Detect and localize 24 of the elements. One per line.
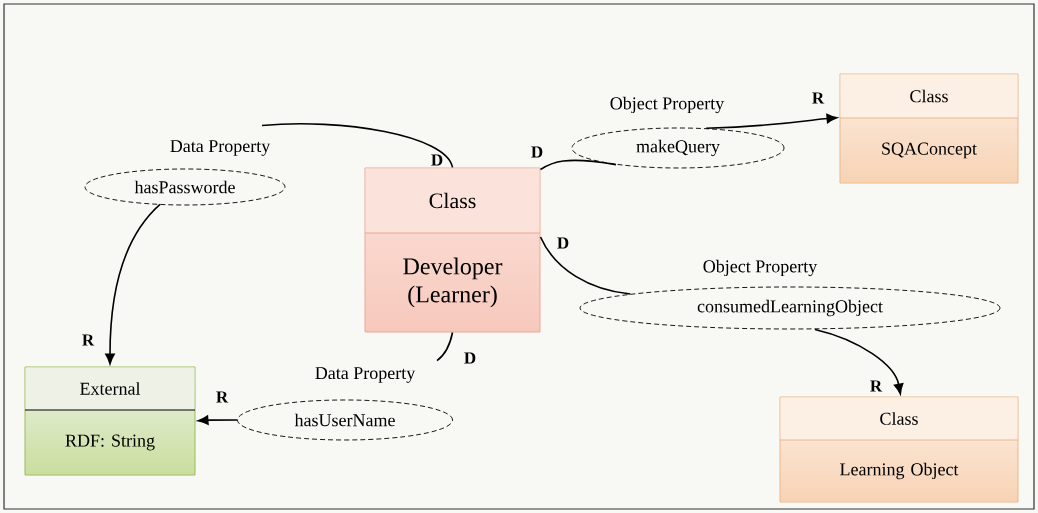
connector: [197, 415, 238, 425]
edge-label: D: [557, 237, 569, 249]
connector: [539, 159, 617, 171]
edge-label: R: [812, 92, 825, 104]
property-label: Data Property: [315, 367, 416, 383]
edge-label: R: [870, 380, 883, 392]
edge-label: D: [431, 154, 443, 166]
connector: [814, 328, 904, 395]
connector: [436, 331, 454, 362]
property-label: Data Property: [170, 140, 271, 156]
connector: [539, 236, 632, 295]
connector: [105, 203, 161, 365]
class-box: Class Learning Object: [779, 396, 1019, 503]
property-label: Object Property: [703, 259, 818, 277]
class-box: Class Developer (Learner): [364, 167, 541, 333]
property-label: Object Property: [610, 96, 725, 114]
connector: [261, 122, 454, 169]
edge-label: D: [464, 352, 476, 364]
class-box: Class SQAConcept: [839, 73, 1019, 184]
edge-label: D: [531, 146, 543, 158]
edge-label: R: [216, 391, 229, 403]
class-box: External RDF: String: [24, 366, 196, 476]
connector: [705, 113, 838, 130]
edge-label: R: [82, 334, 95, 346]
